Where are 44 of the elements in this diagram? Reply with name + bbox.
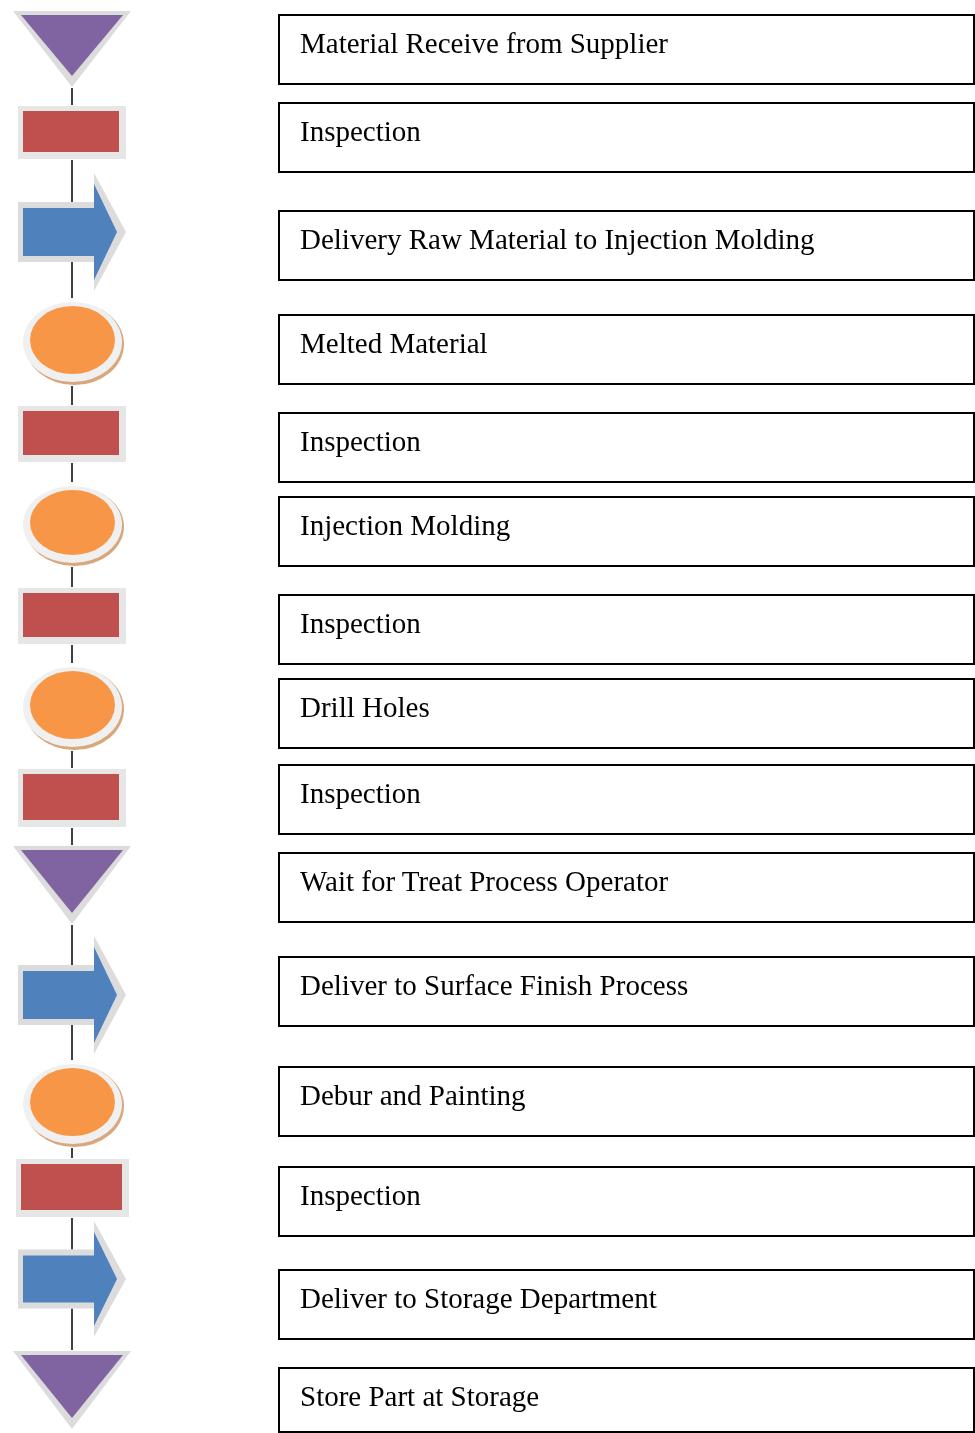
connector-line bbox=[71, 827, 73, 846]
step-box bbox=[278, 594, 975, 665]
step-box bbox=[278, 412, 975, 483]
step-text: Store Part at Storage bbox=[300, 1379, 541, 1414]
step-text: Injection Molding bbox=[300, 508, 512, 543]
connector-line bbox=[71, 1307, 73, 1351]
step-box bbox=[278, 1367, 975, 1433]
step-box bbox=[278, 210, 975, 281]
step-box bbox=[278, 1269, 975, 1340]
step-text: Inspection bbox=[300, 776, 422, 811]
step-text: Drill Holes bbox=[300, 690, 431, 725]
step-text: Inspection bbox=[300, 1178, 422, 1213]
step-text: Inspection bbox=[300, 114, 422, 149]
connector-line bbox=[71, 644, 73, 664]
connector-line bbox=[71, 1147, 73, 1159]
step-text: Wait for Treat Process Operator bbox=[300, 864, 670, 899]
connector-line bbox=[71, 159, 73, 203]
step-box bbox=[278, 1066, 975, 1137]
step-text: Debur and Painting bbox=[300, 1078, 527, 1113]
step-box bbox=[278, 314, 975, 385]
connector-line bbox=[71, 750, 73, 769]
connector-line bbox=[71, 462, 73, 483]
step-box bbox=[278, 14, 975, 85]
step-box bbox=[278, 852, 975, 923]
step-text: Inspection bbox=[300, 606, 422, 641]
connector-line bbox=[71, 261, 73, 299]
step-text: Deliver to Storage Department bbox=[300, 1281, 658, 1316]
connector-line bbox=[71, 1024, 73, 1061]
step-text: Material Receive from Supplier bbox=[300, 26, 669, 61]
connector-line bbox=[71, 1217, 73, 1251]
step-box bbox=[278, 496, 975, 567]
connector-line bbox=[71, 924, 73, 966]
step-text: Deliver to Surface Finish Process bbox=[300, 968, 690, 1003]
step-text: Inspection bbox=[300, 424, 422, 459]
step-box bbox=[278, 102, 975, 173]
step-box bbox=[278, 678, 975, 749]
step-box bbox=[278, 764, 975, 835]
connector-line bbox=[71, 566, 73, 588]
step-text: Melted Material bbox=[300, 326, 489, 361]
step-text: Delivery Raw Material to Injection Molding bbox=[300, 222, 816, 257]
connector-line bbox=[71, 87, 73, 106]
step-box bbox=[278, 956, 975, 1027]
connector-line bbox=[71, 385, 73, 406]
step-box bbox=[278, 1166, 975, 1237]
